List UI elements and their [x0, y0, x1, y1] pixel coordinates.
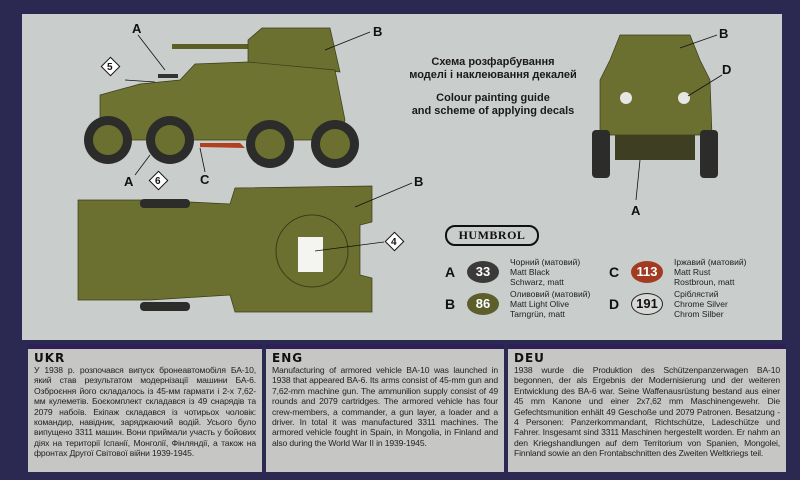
svg-text:6: 6 [155, 176, 161, 187]
callout-c: C [200, 172, 210, 187]
front-leader-lines [635, 34, 723, 201]
side-view-vehicle [84, 27, 359, 168]
title-eng-line2: and scheme of applying decals [411, 105, 575, 117]
body-ukr: У 1938 р. розпочався випуск бронеавтомоб… [34, 365, 256, 459]
svg-text:4: 4 [391, 237, 397, 248]
heading-deu: DEU [514, 351, 545, 365]
turret [247, 27, 341, 73]
text-deu: DEU 1938 wurde die Produktion des Schütz… [508, 344, 786, 472]
title-eng-line1: Colour painting guide [436, 92, 550, 104]
humbrol-brand: HUMBROL [445, 225, 539, 246]
callout-a-front: A [631, 203, 641, 218]
decal-5-marker: 5 [100, 56, 121, 77]
guide-title: Схема розфарбування моделі і наклеювання… [398, 56, 588, 118]
title-ukr-line1: Схема розфарбування [431, 56, 555, 68]
paint-swatch: 191 [631, 293, 663, 315]
machine-gun [158, 74, 178, 78]
text-eng: ENG Manufacturing of armored vehicle BA-… [266, 344, 504, 472]
vehicle-drawings: A B A C 5 6 B 4 B D A [77, 21, 731, 313]
callout-a-bottom: A [124, 174, 134, 189]
callout-a-top: A [132, 21, 142, 36]
body-deu: 1938 wurde die Produktion des Schützenpa… [514, 365, 780, 459]
paint-swatch: 33 [467, 261, 499, 283]
top-view-vehicle [77, 185, 373, 313]
text-ukr: UKR У 1938 р. розпочався випуск бронеавт… [28, 344, 262, 472]
callout-d: D [722, 62, 731, 77]
front-view-vehicle [592, 34, 718, 178]
callout-b-top: B [414, 174, 423, 189]
svg-text:5: 5 [107, 62, 113, 73]
decal-4-marker: 4 [384, 231, 405, 252]
callout-b-front: B [719, 26, 728, 41]
top-leader-lines [314, 182, 413, 252]
gun-barrel [172, 44, 252, 49]
rust-exhaust [200, 143, 245, 148]
heading-eng: ENG [272, 351, 304, 365]
wheels [84, 116, 359, 168]
callout-b-side: B [373, 24, 382, 39]
side-leader-lines [124, 31, 371, 176]
heading-ukr: UKR [34, 351, 66, 365]
body-eng: Manufacturing of armored vehicle BA-10 w… [272, 365, 498, 448]
title-ukr-line2: моделі і наклеювання декалей [409, 69, 577, 81]
paint-swatch: 86 [467, 293, 499, 315]
paint-swatch: 113 [631, 261, 663, 283]
decal-6-marker: 6 [148, 170, 169, 191]
hull [99, 61, 346, 141]
